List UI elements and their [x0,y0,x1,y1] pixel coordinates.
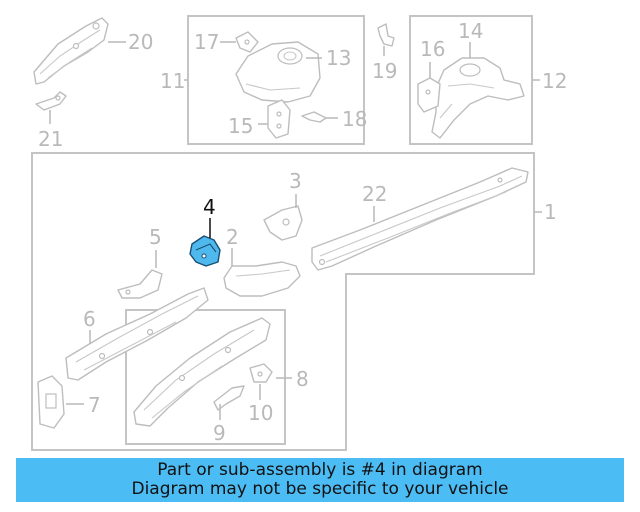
label-4: 4 [203,195,216,219]
label-9: 9 [213,421,226,445]
label-15: 15 [228,114,253,138]
label-11: 11 [160,69,185,93]
label-14: 14 [458,19,483,43]
label-19: 19 [372,59,397,83]
part-20[interactable] [33,17,109,85]
label-8: 8 [296,367,309,391]
label-17: 17 [194,30,219,54]
part-3[interactable] [263,205,303,241]
part-9[interactable] [213,385,245,411]
part-18[interactable] [301,111,327,123]
part-17[interactable] [235,31,259,53]
label-16: 16 [420,37,445,61]
info-banner: Part or sub-assembly is #4 in diagram Di… [16,458,624,502]
part-16[interactable] [417,77,441,113]
label-7: 7 [88,393,101,417]
group-frame-1 [31,152,535,451]
part-5[interactable] [117,269,163,299]
label-6: 6 [83,307,96,331]
label-18: 18 [342,107,367,131]
part-4[interactable] [189,235,221,267]
label-12: 12 [542,69,567,93]
part-8-rail[interactable] [133,317,271,427]
part-10[interactable] [249,363,273,383]
label-2: 2 [226,225,239,249]
label-1: 1 [544,200,557,224]
part-14[interactable] [431,57,525,139]
label-21: 21 [38,127,63,151]
part-19[interactable] [377,23,395,47]
part-7[interactable] [37,375,65,429]
label-3: 3 [289,169,302,193]
label-5: 5 [149,225,162,249]
label-22: 22 [362,182,387,206]
part-22[interactable] [311,167,529,271]
group-frame-8 [125,309,286,445]
banner-line-1: Part or sub-assembly is #4 in diagram [157,460,483,480]
part-15[interactable] [267,99,291,139]
part-6[interactable] [65,287,209,381]
part-21[interactable] [35,91,67,111]
part-13[interactable] [235,41,321,103]
label-10: 10 [248,401,273,425]
part-2[interactable] [223,261,301,297]
banner-line-2: Diagram may not be specific to your vehi… [131,479,509,499]
label-20: 20 [128,30,153,54]
label-13: 13 [326,46,351,70]
